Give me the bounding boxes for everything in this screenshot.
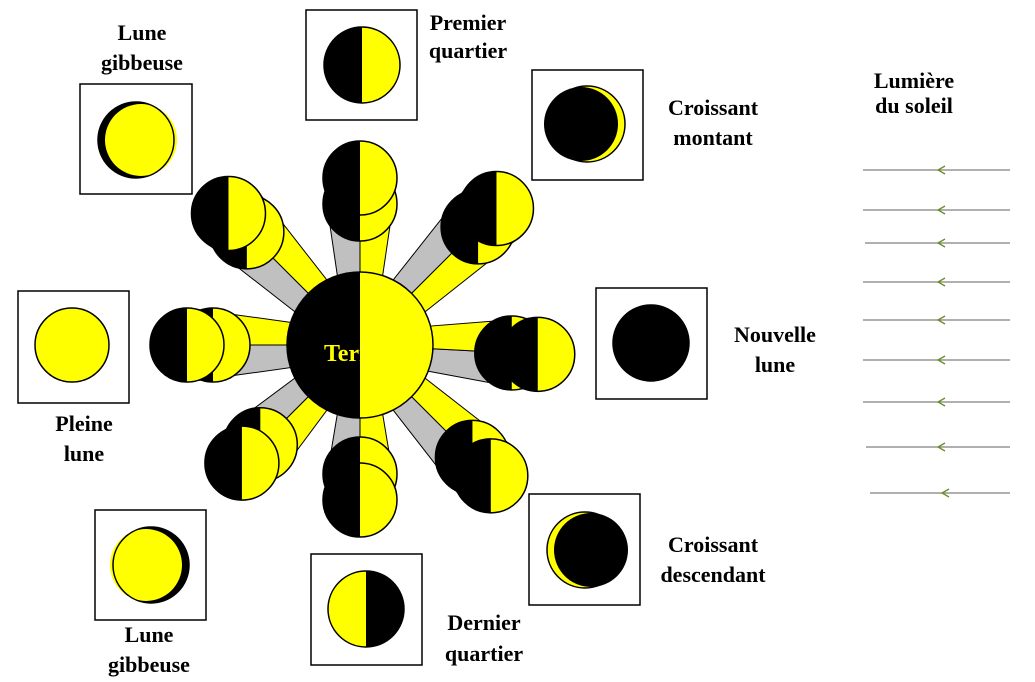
- orbit-moon-upper-left-outer-lit: [228, 176, 266, 251]
- sun-ray-7: [863, 397, 1010, 407]
- orbit-moon-upper-left-outer-outline: [190, 175, 267, 252]
- box-full-moon: [17, 290, 130, 404]
- sunlight-label-line2: du soleil: [875, 93, 953, 118]
- box-gibbous-bottom-lit: [110, 529, 182, 601]
- sun-ray-8: [866, 442, 1010, 452]
- box-waning-crescent-dark: [554, 513, 628, 587]
- orbit-moon-upper-right: [440, 170, 535, 265]
- box-last-quarter: [310, 553, 423, 666]
- orbit-moon-right: [474, 315, 576, 393]
- sun-ray-arrowhead: [936, 315, 946, 325]
- waning-crescent-label-line2: descendant: [660, 562, 766, 587]
- orbit-moon-lower-left: [204, 406, 299, 501]
- new-moon-label-line1: Nouvelle: [734, 322, 816, 347]
- gibbous-top-label-line1: Lune: [118, 20, 167, 45]
- orbit-moon-upper-right-outer-lit: [496, 171, 534, 246]
- sun-ray-9: [870, 488, 1010, 498]
- earth-label: Terre: [324, 341, 380, 367]
- sun-ray-arrowhead: [936, 238, 946, 248]
- gibbous-bottom-label-line1: Lune: [125, 622, 174, 647]
- box-waxing-crescent-outline: [548, 85, 626, 163]
- orbit-moon-upper-right-outer-outline: [458, 170, 535, 247]
- new-moon-label-line2: lune: [755, 352, 796, 377]
- orbit-moon-bottom-outer-outline: [322, 462, 398, 538]
- box-first-quarter-lit: [362, 27, 400, 103]
- orbit-moon-top-outer-outline: [322, 140, 398, 216]
- orbit-moon-left-inner-lit: [213, 308, 250, 382]
- orbit-moon-left-outer-lit: [187, 308, 224, 382]
- last-quarter-label-line1: Dernier: [447, 610, 521, 635]
- phase-boxes: [17, 9, 708, 666]
- sunlight-rays: [863, 165, 1010, 498]
- earth-outline: [286, 271, 434, 419]
- sun-ray-5: [863, 315, 1010, 325]
- sun-ray-1: [863, 165, 1010, 175]
- orbit-moon-right-outer-outline: [500, 316, 576, 393]
- sun-ray-arrowhead: [936, 277, 946, 287]
- box-new-moon: [595, 287, 708, 400]
- box-first-quarter-outline: [323, 26, 401, 104]
- box-first-quarter: [305, 9, 418, 121]
- sun-ray-2: [863, 205, 1010, 215]
- box-waxing-crescent: [531, 69, 644, 181]
- orbit-moon-bottom-outer-lit: [360, 463, 397, 537]
- earth-lit-half: [360, 272, 433, 418]
- box-gibbous-top-lit: [105, 104, 177, 176]
- orbit-moons: [149, 140, 576, 538]
- box-last-quarter-outline: [327, 570, 405, 648]
- orbit-moon-left-outer-outline: [149, 307, 225, 383]
- orbit-moon-lower-right-outer-outline: [453, 438, 529, 514]
- box-gibbous-top: [79, 83, 193, 195]
- orbit-moon-top-outer-lit: [360, 141, 397, 215]
- earth-dark-half: [287, 272, 360, 418]
- box-gibbous-top-outline: [97, 101, 175, 179]
- orbit-moon-bottom: [322, 436, 398, 538]
- sun-ray-arrowhead: [936, 205, 946, 215]
- waxing-crescent-label-line1: Croissant: [668, 95, 759, 120]
- box-gibbous-bottom: [94, 509, 207, 621]
- box-waning-crescent-outline: [546, 511, 624, 589]
- orbit-moon-right-outer-lit: [537, 317, 575, 392]
- last-quarter-label-line2: quartier: [445, 641, 523, 666]
- orbit-moon-upper-left: [190, 175, 285, 270]
- box-waxing-crescent-dark: [544, 87, 618, 161]
- gibbous-top-label-line2: gibbeuse: [101, 50, 183, 75]
- waning-crescent-label-line1: Croissant: [668, 532, 759, 557]
- box-last-quarter-lit: [328, 571, 366, 647]
- box-full-moon-disc: [34, 307, 110, 383]
- first-quarter-label-line2: quartier: [429, 38, 507, 63]
- gibbous-bottom-label-line2: gibbeuse: [108, 652, 190, 677]
- sun-ray-arrowhead: [936, 397, 946, 407]
- box-new-moon-disc: [612, 304, 690, 382]
- full-moon-label-line2: lune: [64, 441, 105, 466]
- orbit-moon-lower-right-outer-lit: [490, 438, 528, 513]
- first-quarter-label-line1: Premier: [430, 10, 507, 35]
- box-waning-crescent: [528, 493, 641, 606]
- orbit-moon-left: [149, 307, 251, 383]
- sun-ray-3: [865, 238, 1010, 248]
- orbit-moon-lower-right: [434, 419, 529, 514]
- sun-ray-arrowhead: [936, 165, 946, 175]
- sunlight-label-line1: Lumière: [874, 68, 954, 93]
- sun-ray-arrowhead: [940, 488, 950, 498]
- box-gibbous-bottom-outline: [112, 526, 190, 604]
- sun-ray-arrowhead: [936, 442, 946, 452]
- orbit-moon-top: [322, 140, 398, 242]
- sun-ray-arrowhead: [936, 355, 946, 365]
- sun-ray-4: [863, 277, 1010, 287]
- earth: [286, 271, 434, 419]
- full-moon-label-line1: Pleine: [55, 411, 113, 436]
- orbit-moon-lower-left-outer-lit: [241, 426, 279, 501]
- sun-ray-6: [863, 355, 1010, 365]
- orbit-moon-lower-left-outer-outline: [204, 425, 280, 501]
- waxing-crescent-label-line2: montant: [673, 125, 753, 150]
